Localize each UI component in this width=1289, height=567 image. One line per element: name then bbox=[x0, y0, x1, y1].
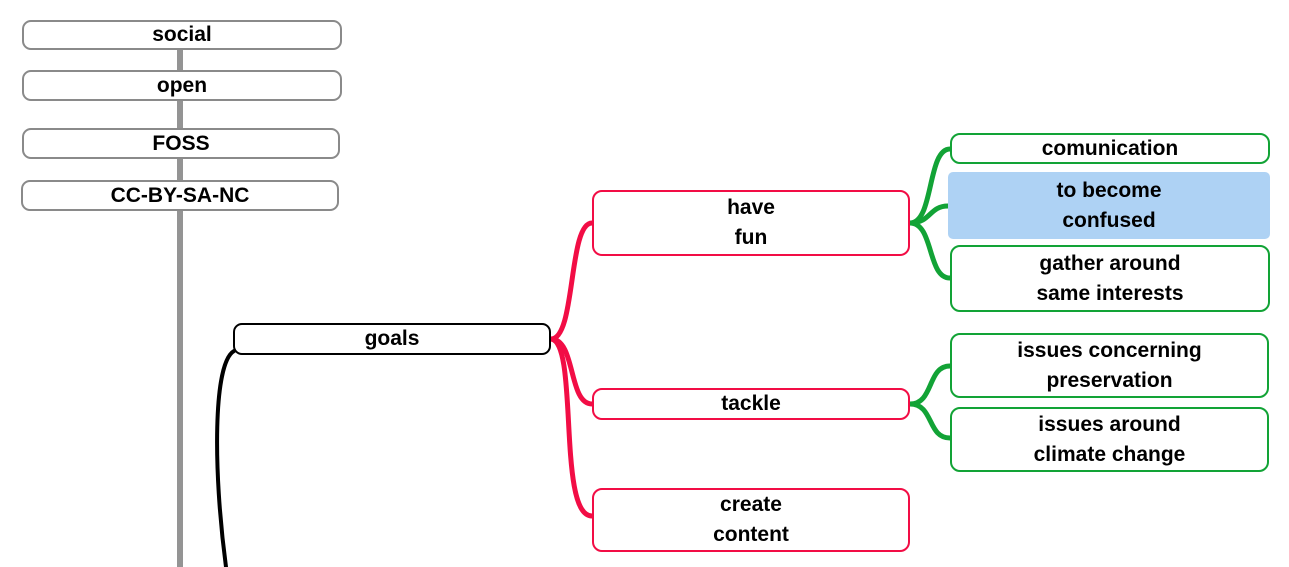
edge-have-fun-to-gather bbox=[907, 220, 953, 281]
edge-have-fun-to-confused bbox=[907, 203, 951, 226]
node-create-content[interactable]: create content bbox=[592, 488, 910, 552]
node-open[interactable]: open bbox=[22, 70, 342, 101]
edge-goals-to-create-content bbox=[548, 336, 595, 519]
node-cc-by-sa-nc[interactable]: CC-BY-SA-NC bbox=[21, 180, 339, 211]
node-have-fun[interactable]: have fun bbox=[592, 190, 910, 256]
node-comunication[interactable]: comunication bbox=[950, 133, 1270, 164]
node-tackle[interactable]: tackle bbox=[592, 388, 910, 420]
edge-tackle-to-preservation bbox=[907, 363, 953, 407]
edge-tackle-to-climate bbox=[907, 401, 953, 441]
node-goals[interactable]: goals bbox=[233, 323, 551, 355]
node-issues-climate[interactable]: issues around climate change bbox=[950, 407, 1269, 472]
edge-goals-to-have-fun bbox=[548, 220, 595, 342]
node-gather-same-interests[interactable]: gather around same interests bbox=[950, 245, 1270, 312]
node-social[interactable]: social bbox=[22, 20, 342, 50]
node-issues-preservation[interactable]: issues concerning preservation bbox=[950, 333, 1269, 398]
edge-goals-to-tackle bbox=[548, 336, 595, 407]
node-to-become-confused[interactable]: to become confused bbox=[948, 172, 1270, 239]
edge-goals-to-parent bbox=[215, 349, 236, 567]
node-foss[interactable]: FOSS bbox=[22, 128, 340, 159]
